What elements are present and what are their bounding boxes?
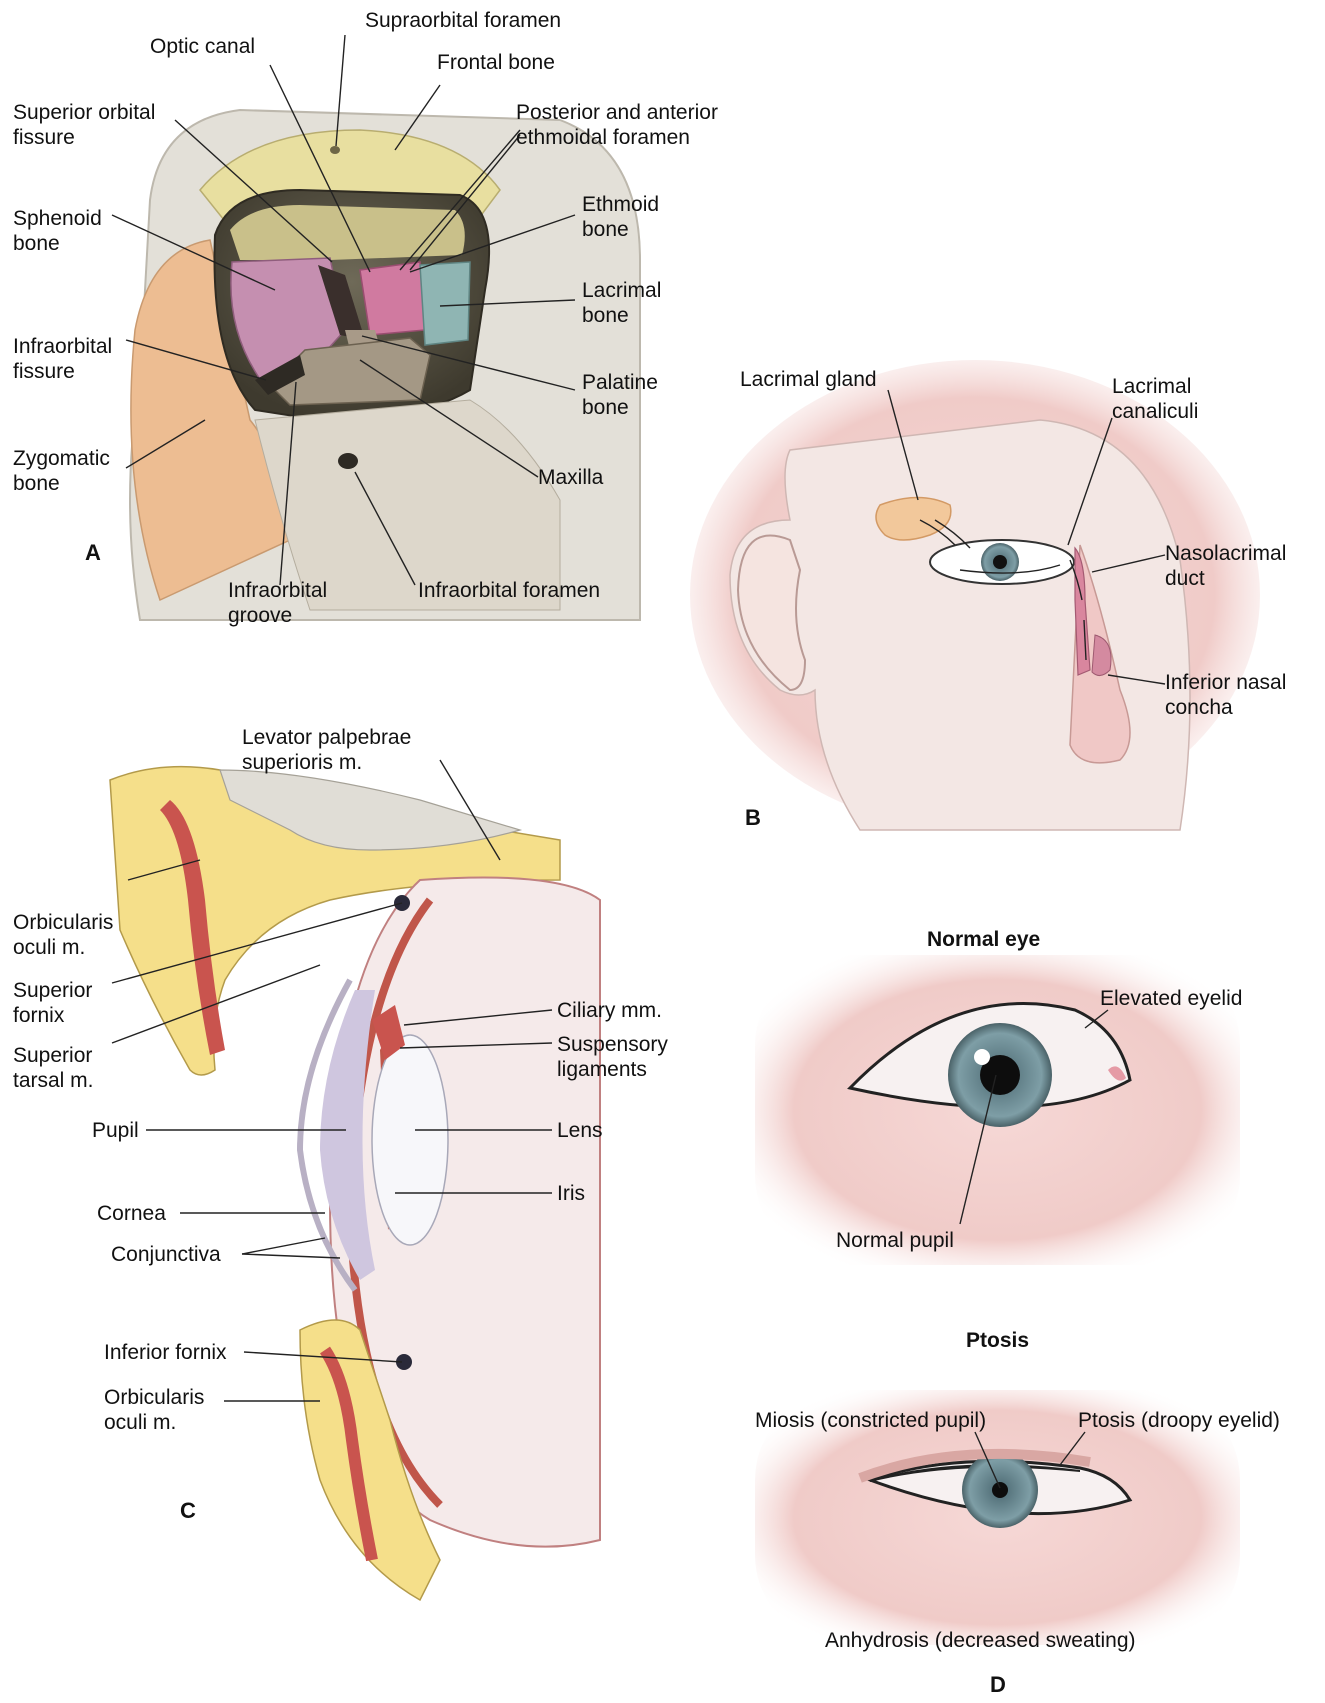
label-miosis: Miosis (constricted pupil)	[755, 1408, 986, 1433]
label-inferior-nasal-concha: Inferior nasal concha	[1165, 670, 1286, 720]
label-iris: Iris	[557, 1181, 585, 1206]
label-conjunctiva: Conjunctiva	[111, 1242, 221, 1267]
label-maxilla: Maxilla	[538, 465, 603, 490]
heading-normal-eye: Normal eye	[927, 928, 1040, 952]
label-cornea: Cornea	[97, 1201, 166, 1226]
label-lacrimal-canaliculi: Lacrimal canaliculi	[1112, 374, 1198, 424]
label-optic-canal: Optic canal	[150, 34, 255, 59]
label-orbicularis-oculi-lower: Orbicularis oculi m.	[104, 1385, 204, 1435]
label-infraorbital-groove: Infraorbital groove	[228, 578, 327, 628]
panel-label-d: D	[990, 1672, 1006, 1698]
label-nasolacrimal-duct: Nasolacrimal duct	[1165, 541, 1286, 591]
panel-label-c: C	[180, 1498, 196, 1524]
label-infraorbital-foramen: Infraorbital foramen	[418, 578, 600, 603]
label-superior-fornix: Superior fornix	[13, 978, 92, 1028]
label-lens: Lens	[557, 1118, 603, 1143]
label-pupil: Pupil	[92, 1118, 139, 1143]
panel-label-b: B	[745, 805, 761, 831]
label-frontal-bone: Frontal bone	[437, 50, 555, 75]
label-inferior-fornix: Inferior fornix	[104, 1340, 227, 1365]
label-ethmoid-bone: Ethmoid bone	[582, 192, 659, 242]
label-elevated-eyelid: Elevated eyelid	[1100, 986, 1242, 1011]
label-normal-pupil: Normal pupil	[836, 1228, 954, 1253]
label-superior-tarsal: Superior tarsal m.	[13, 1043, 94, 1093]
label-lacrimal-gland: Lacrimal gland	[740, 367, 877, 392]
label-ciliary-mm: Ciliary mm.	[557, 998, 662, 1023]
label-ptosis-droopy-eyelid: Ptosis (droopy eyelid)	[1078, 1408, 1280, 1433]
label-posterior-anterior-ethmoidal-foramen: Posterior and anterior ethmoidal foramen	[516, 100, 718, 150]
label-lacrimal-bone: Lacrimal bone	[582, 278, 661, 328]
label-suspensory-ligaments: Suspensory ligaments	[557, 1032, 668, 1082]
label-zygomatic-bone: Zygomatic bone	[13, 446, 110, 496]
label-sphenoid-bone: Sphenoid bone	[13, 206, 102, 256]
label-palatine-bone: Palatine bone	[582, 370, 658, 420]
label-superior-orbital-fissure: Superior orbital fissure	[13, 100, 155, 150]
label-supraorbital-foramen: Supraorbital foramen	[365, 8, 561, 33]
panel-label-a: A	[85, 540, 101, 566]
label-anhydrosis: Anhydrosis (decreased sweating)	[825, 1628, 1136, 1653]
heading-ptosis: Ptosis	[966, 1329, 1029, 1353]
label-orbicularis-oculi-upper: Orbicularis oculi m.	[13, 910, 113, 960]
label-infraorbital-fissure: Infraorbital fissure	[13, 334, 112, 384]
label-levator-palpebrae: Levator palpebrae superioris m.	[242, 725, 411, 775]
